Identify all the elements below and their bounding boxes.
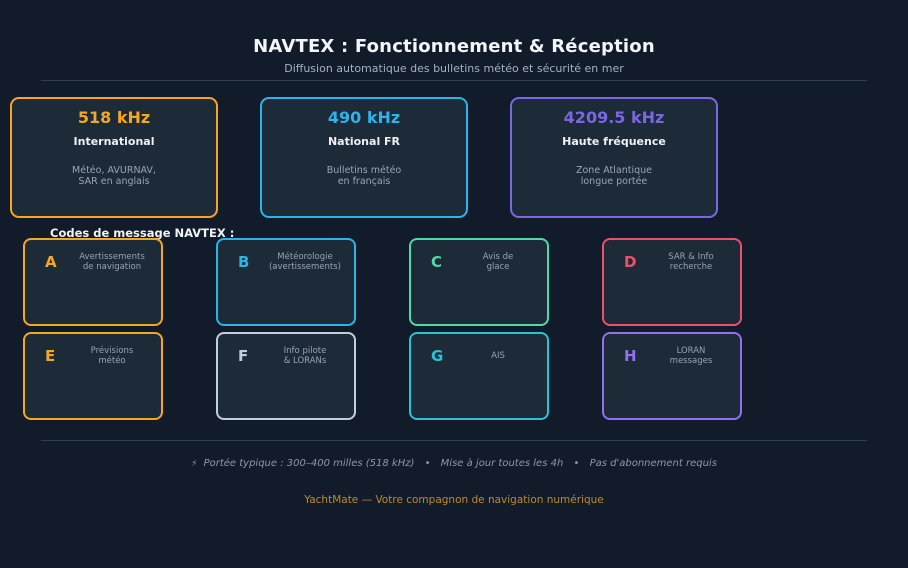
code-desc-line2: (avertissements) — [268, 262, 342, 272]
freq-desc-line2: longue portée — [580, 176, 648, 187]
code-desc-line1: Avertissements — [79, 252, 145, 262]
lightning-icon: ⚡ — [191, 459, 198, 469]
code-desc-line1: LORAN — [676, 346, 706, 356]
code-card-f: F Info pilote & LORANs — [216, 332, 356, 420]
code-card-g: G AIS — [409, 332, 549, 420]
code-description: Prévisions météo — [71, 344, 153, 368]
freq-description: Météo, AVURNAV, SAR en anglais — [12, 165, 216, 187]
code-desc-line1: Avis de — [482, 252, 514, 262]
code-description: Info pilote & LORANs — [264, 344, 346, 368]
code-description: LORAN messages — [650, 344, 732, 368]
code-desc-line1: Météorologie — [277, 252, 333, 262]
frequency-cards-row: 518 kHz International Météo, AVURNAV, SA… — [10, 97, 718, 218]
page-title: NAVTEX : Fonctionnement & Réception — [253, 36, 655, 57]
freq-desc-line2: SAR en anglais — [78, 176, 150, 187]
code-letter: H — [624, 347, 637, 365]
code-description: Avertissements de navigation — [71, 250, 153, 274]
freq-name: Haute fréquence — [562, 135, 666, 148]
brand-tagline: YachtMate — Votre compagnon de navigatio… — [304, 494, 604, 506]
code-description: Avis de glace — [457, 250, 539, 274]
freq-desc-line1: Zone Atlantique — [575, 165, 652, 176]
code-card-e: E Prévisions météo — [23, 332, 163, 420]
freq-value: 490 kHz — [327, 108, 401, 127]
freq-name: National FR — [327, 135, 401, 148]
code-card-b: B Météorologie (avertissements) — [216, 238, 356, 326]
footer-note: ⚡ Portée typique : 300–400 milles (518 k… — [0, 458, 908, 469]
footer-item-range: Portée typique : 300–400 milles (518 kHz… — [203, 458, 415, 469]
code-description: Météorologie (avertissements) — [264, 250, 346, 274]
freq-description: Zone Atlantique longue portée — [512, 165, 716, 187]
code-letter: E — [45, 347, 56, 365]
code-letter: D — [624, 253, 637, 271]
footer-item-subscription: Pas d'abonnement requis — [589, 458, 717, 469]
code-desc-line1: Prévisions — [90, 346, 134, 356]
freq-card-490khz: 490 kHz National FR Bulletins météo en f… — [260, 97, 468, 218]
code-letter: B — [238, 253, 250, 271]
freq-desc-line1: Météo, AVURNAV, — [72, 165, 156, 176]
code-desc-line1: AIS — [491, 351, 505, 361]
code-letter: C — [431, 253, 443, 271]
freq-desc-line1: Bulletins météo — [326, 165, 402, 176]
code-letter: G — [431, 347, 444, 365]
bottom-divider — [41, 440, 867, 441]
footer-item-update: Mise à jour toutes les 4h — [440, 458, 564, 469]
code-card-d: D SAR & Info recherche — [602, 238, 742, 326]
page-subtitle: Diffusion automatique des bulletins mété… — [284, 62, 624, 75]
freq-desc-line2: en français — [337, 176, 391, 187]
code-description: AIS — [457, 344, 539, 368]
code-desc-line2: recherche — [669, 262, 713, 272]
code-card-c: C Avis de glace — [409, 238, 549, 326]
freq-value: 518 kHz — [77, 108, 151, 127]
bullet-separator: • — [424, 458, 431, 469]
bullet-separator: • — [573, 458, 580, 469]
code-letter: A — [45, 253, 57, 271]
freq-card-518khz: 518 kHz International Météo, AVURNAV, SA… — [10, 97, 218, 218]
freq-card-4209khz: 4209.5 kHz Haute fréquence Zone Atlantiq… — [510, 97, 718, 218]
code-desc-line1: SAR & Info — [668, 252, 714, 262]
codes-section-heading: Codes de message NAVTEX : — [50, 226, 235, 240]
code-desc-line2: météo — [98, 356, 126, 366]
top-divider — [41, 80, 867, 81]
code-desc-line2: glace — [486, 262, 510, 272]
freq-name: International — [73, 135, 155, 148]
code-letter: F — [238, 347, 249, 365]
code-card-h: H LORAN messages — [602, 332, 742, 420]
code-desc-line2: messages — [669, 356, 713, 366]
code-card-a: A Avertissements de navigation — [23, 238, 163, 326]
code-desc-line1: Info pilote — [283, 346, 327, 356]
freq-description: Bulletins météo en français — [262, 165, 466, 187]
freq-value: 4209.5 kHz — [563, 108, 665, 127]
codes-grid: A Avertissements de navigation B Météoro… — [23, 238, 742, 420]
code-desc-line2: de navigation — [82, 262, 142, 272]
code-desc-line2: & LORANs — [283, 356, 327, 366]
code-description: SAR & Info recherche — [650, 250, 732, 274]
